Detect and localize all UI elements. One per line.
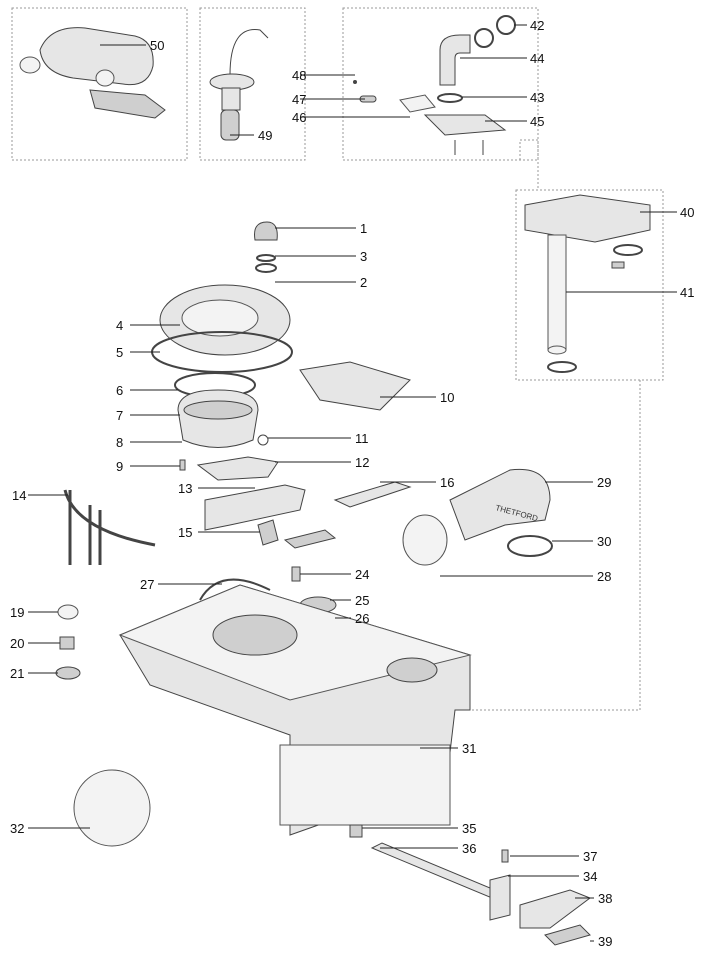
- group-box-pump: [11, 7, 188, 161]
- callout-number: 39: [598, 934, 612, 949]
- part-slide: [333, 481, 412, 508]
- callout-number: 46: [292, 110, 306, 125]
- part-cover: [299, 361, 411, 411]
- callout-number: 49: [258, 128, 272, 143]
- group-box-vent-pipe: [515, 189, 664, 381]
- callout-number: 45: [530, 114, 544, 129]
- part-wheel: [73, 769, 151, 847]
- callout-number: 29: [597, 475, 611, 490]
- part-small-spring: [59, 636, 75, 650]
- callout-number: 19: [10, 605, 24, 620]
- callout-number: 1: [360, 221, 367, 236]
- group-box-level-sensor: [199, 7, 306, 161]
- callout-number: 11: [355, 431, 369, 446]
- callout-number: 32: [10, 821, 24, 836]
- part-vent-pipe: [524, 194, 651, 373]
- callout-number: 7: [116, 408, 123, 423]
- callout-number: 47: [292, 92, 306, 107]
- callout-number: 44: [530, 51, 544, 66]
- callout-number: 34: [583, 869, 597, 884]
- callout-number: 40: [680, 205, 694, 220]
- callout-number: 15: [178, 525, 192, 540]
- part-tank: [118, 584, 472, 836]
- callout-number: 50: [150, 38, 164, 53]
- callout-number: 3: [360, 249, 367, 264]
- callout-number: 4: [116, 318, 123, 333]
- callout-number: 36: [462, 841, 476, 856]
- part-bowl-assembly: [151, 284, 293, 481]
- part-spring: [291, 566, 301, 582]
- callout-number: 13: [178, 481, 192, 496]
- part-cap: [57, 604, 79, 620]
- part-lever: [283, 529, 337, 549]
- part-nut: [55, 666, 81, 680]
- callout-number: 14: [12, 488, 26, 503]
- callout-number: 41: [680, 285, 694, 300]
- callout-number: 2: [360, 275, 367, 290]
- callout-number: 25: [355, 593, 369, 608]
- callout-number: 35: [462, 821, 476, 836]
- part-valve: [257, 519, 279, 546]
- callout-number: 5: [116, 345, 123, 360]
- callout-number: 27: [140, 577, 154, 592]
- callout-number: 37: [583, 849, 597, 864]
- part-vent-assembly: [353, 15, 516, 155]
- callout-number: 9: [116, 459, 123, 474]
- group-box-vent: [342, 7, 539, 161]
- callout-number: 28: [597, 569, 611, 584]
- group-connector: [290, 380, 641, 711]
- callout-number: 42: [530, 18, 544, 33]
- part-pump: [19, 27, 166, 119]
- callout-number: 8: [116, 435, 123, 450]
- callout-number: 24: [355, 567, 369, 582]
- part-blade-mechanism: [204, 484, 306, 531]
- group-connector: [519, 139, 539, 190]
- callout-number: 6: [116, 383, 123, 398]
- callout-number: 21: [10, 666, 24, 681]
- callout-number: 30: [597, 534, 611, 549]
- callout-number: 20: [10, 636, 24, 651]
- part-knob: [254, 221, 278, 273]
- callout-number: 38: [598, 891, 612, 906]
- part-level-sensor: [209, 29, 269, 141]
- callout-number: 12: [355, 455, 369, 470]
- callout-number: 10: [440, 390, 454, 405]
- callout-number: 26: [355, 611, 369, 626]
- callout-number: 31: [462, 741, 476, 756]
- callout-number: 16: [440, 475, 454, 490]
- callout-number: 43: [530, 90, 544, 105]
- part-bracket: [63, 489, 156, 565]
- part-outlet-spout: [402, 468, 553, 566]
- callout-number: 48: [292, 68, 306, 83]
- part-handle-assembly: [349, 824, 592, 946]
- part-hose: [199, 578, 271, 601]
